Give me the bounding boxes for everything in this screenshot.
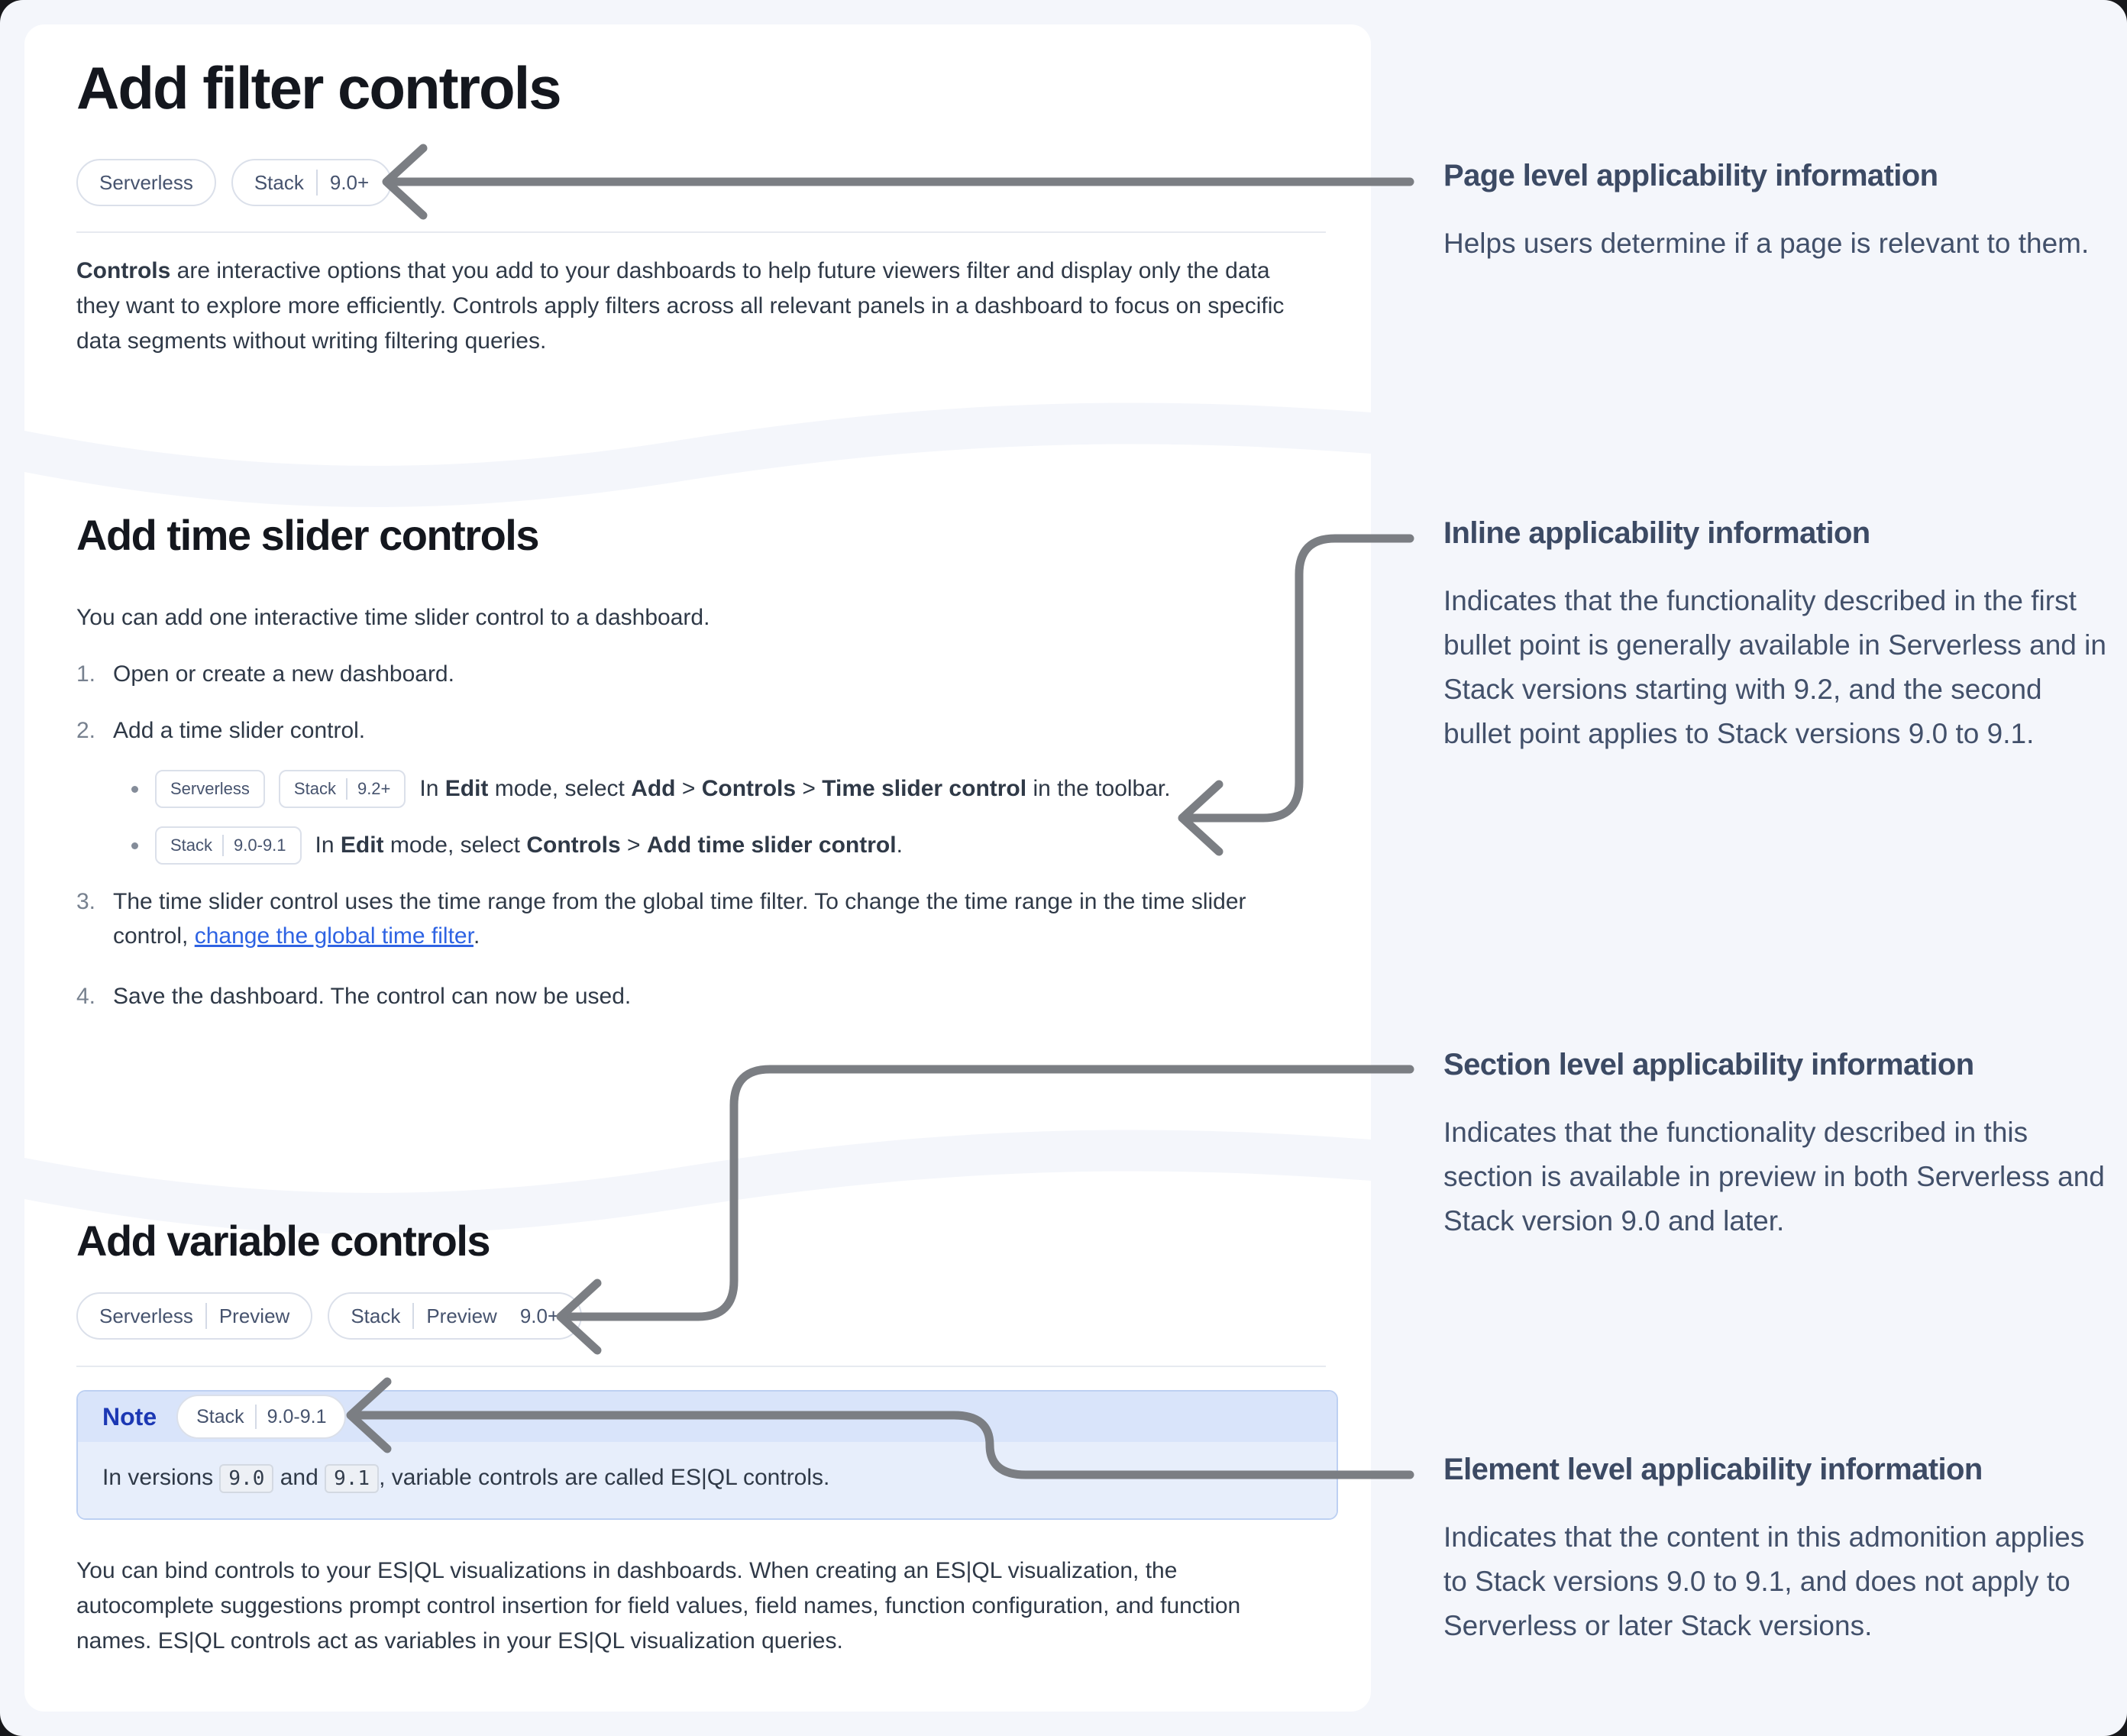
badge-segment: Stack [254,170,304,194]
step-text: The time slider control uses the time ra… [113,889,1246,949]
version-code: 9.0 [219,1464,274,1493]
stack-version-badge: Stack 9.0+ [231,159,393,206]
step-1: 1. Open or create a new dashboard. [76,657,454,691]
stack-version-badge: Stack 9.0-9.1 [176,1395,347,1439]
badge-divider [205,1302,207,1330]
global-time-filter-link[interactable]: change the global time filter [194,923,474,949]
step-number: 1. [76,661,96,687]
section-badges: Serverless Preview Stack Preview 9.0+ [76,1292,583,1340]
section-rule [76,231,1326,233]
bullet-item-1: Serverless Stack 9.2+ In Edit mode, sele… [131,770,1171,808]
serverless-preview-badge: Serverless Preview [76,1292,313,1340]
badge-divider [222,835,225,856]
badge-divider [254,1404,257,1430]
time-slider-intro: You can add one interactive time slider … [76,605,710,630]
page-title: Add filter controls [76,54,562,121]
section-title-variable: Add variable controls [76,1217,491,1265]
step-2: 2. Add a time slider control. [76,713,365,748]
note-admonition: Note Stack 9.0-9.1 In versions 9.0 and 9… [76,1390,1338,1520]
step-number: 4. [76,984,96,1009]
version-code: 9.1 [325,1464,380,1493]
annotation-body-page-level: Helps users determine if a page is relev… [1443,228,2090,259]
step-3: 3. The time slider control uses the time… [76,884,1291,953]
wave-divider [24,402,1371,507]
badge-divider [315,169,318,196]
serverless-badge: Serverless [76,159,216,206]
stack-version-badge: Stack 9.0-9.1 [155,826,302,865]
step-text: Add a time slider control. [113,718,366,743]
section-title-time-slider: Add time slider controls [76,511,540,559]
stack-preview-badge: Stack Preview 9.0+ [328,1292,583,1340]
intro-paragraph: Controls are interactive options that yo… [76,258,1285,354]
bullet-text: In Edit mode, select Controls > Add time… [315,832,903,858]
page-badges: Serverless Stack 9.0+ [76,159,393,206]
note-label: Note [102,1402,157,1431]
bullet-dot [131,785,138,793]
bold-term: Controls [76,258,171,283]
serverless-badge: Serverless [155,770,265,808]
bullet-dot [131,842,138,849]
annotation-title-element-level: Element level applicability information [1443,1453,1983,1486]
annotation-title-section-level: Section level applicability information [1443,1048,1974,1081]
badge-segment: Serverless [99,170,193,194]
annotation-body-element-level: Indicates that the content in this admon… [1443,1521,2085,1641]
badge-divider [412,1302,415,1330]
bullet-text: In Edit mode, select Add > Controls > Ti… [419,776,1171,801]
bullet-item-2: Stack 9.0-9.1 In Edit mode, select Contr… [131,826,903,865]
badge-segment: 9.0+ [329,170,370,194]
step-4: 4. Save the dashboard. The control can n… [76,979,631,1013]
note-body: In versions 9.0 and 9.1, variable contro… [78,1442,1337,1518]
variable-paragraph: You can bind controls to your ES|QL visu… [76,1558,1241,1654]
step-number: 3. [76,889,96,914]
note-header: Note Stack 9.0-9.1 [78,1392,1337,1442]
stack-version-badge: Stack 9.2+ [278,770,406,808]
step-text: Open or create a new dashboard. [113,661,454,687]
annotation-title-page-level: Page level applicability information [1443,159,1938,192]
section-rule [76,1366,1326,1367]
badge-divider [345,778,347,800]
annotation-body-inline: Indicates that the functionality describ… [1443,585,2106,749]
annotation-title-inline: Inline applicability information [1443,516,1870,550]
annotation-body-section-level: Indicates that the functionality describ… [1443,1117,2105,1237]
step-text: Save the dashboard. The control can now … [113,984,632,1009]
step-number: 2. [76,718,96,743]
